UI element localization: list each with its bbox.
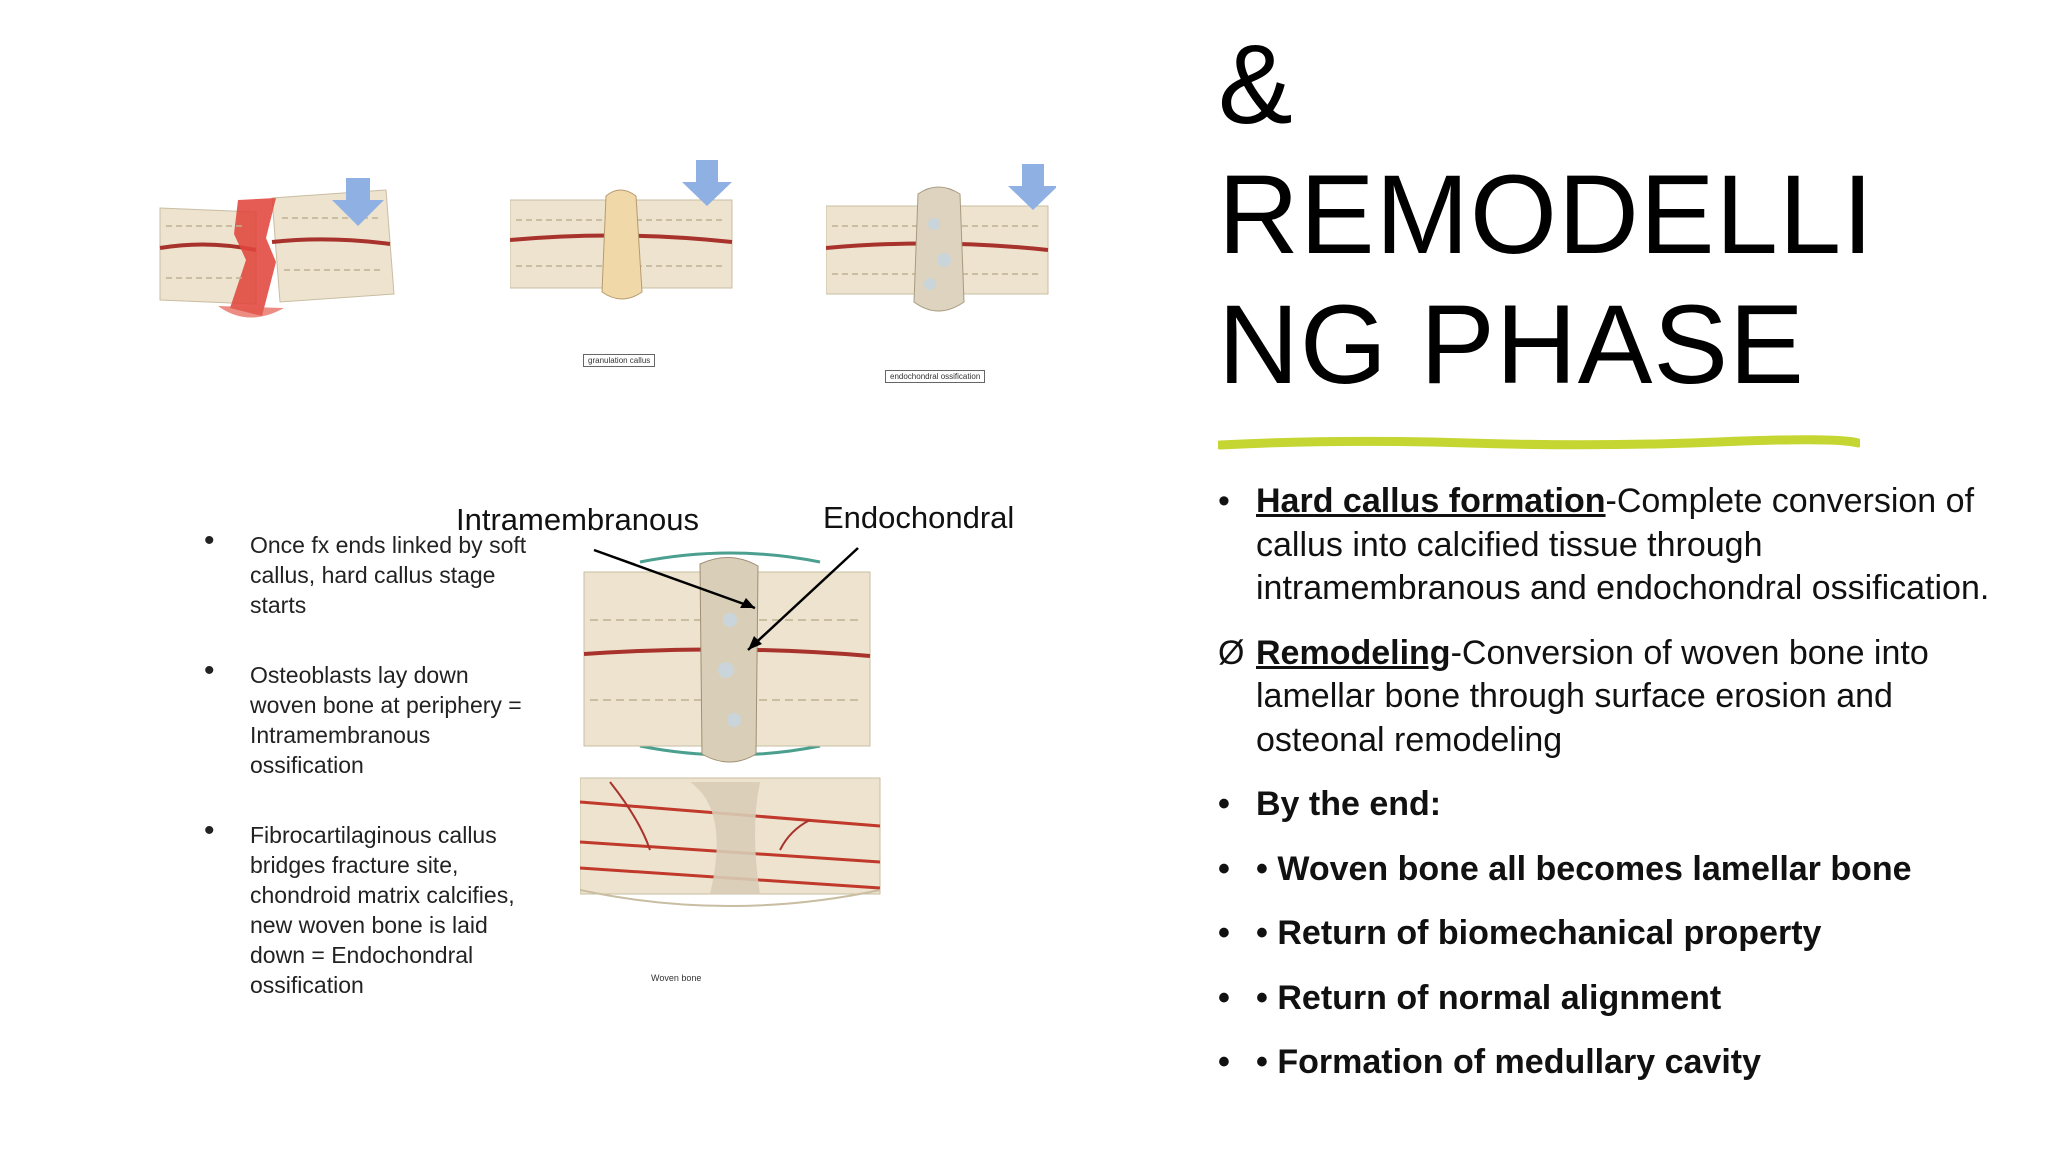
hard-callus-heading: Hard callus formation [1256,482,1606,520]
endochondral-ossification-image [826,164,1056,312]
bullet-marker: • [1218,849,1230,888]
content-item: • By the end: [1218,783,2018,827]
woven-bone-label: Woven bone [651,973,702,983]
hard-callus-text: -Complete conversion of callus into calc… [1256,482,1990,607]
granulation-callus-image [510,160,733,300]
content-list: • Hard callus formation-Complete convers… [1218,480,2018,1106]
outcome-text: • Return of biomechanical property [1256,914,1822,952]
outcome-text: • Formation of medullary cavity [1256,1043,1762,1081]
bullet-marker: • [1218,785,1230,823]
fracture-hematoma-image [159,178,395,318]
content-item: • • Formation of medullary cavity [1218,1041,2018,1085]
figure-bullet-list: Once fx ends linked by soft callus, hard… [204,526,534,1040]
endochondral-ossification-caption: endochondral ossification [885,370,986,383]
bullet-marker: • [1218,482,1230,520]
outcome-text: • Return of normal alignment [1256,978,1722,1017]
bullet-marker: • [1218,978,1230,1017]
remodeling-heading: Remodeling [1256,633,1451,672]
accent-underline [1218,435,1860,450]
by-the-end-text: By the end: [1256,785,1442,823]
figure-bullet: Fibrocartilaginous callus bridges fractu… [204,816,534,1000]
endochondral-label: Endochondral [823,500,1015,535]
content-item: • • Woven bone all becomes lamellar bone [1218,848,2018,892]
slide-title: & REMODELLI NG PHASE [1218,20,2018,410]
bone-healing-figure: granulation callus endochondral ossifica… [140,130,1100,1150]
title-line: & [1218,22,1294,147]
leader-arrows [593,547,859,651]
remodeling-text: -Conversion of woven bone into lamellar … [1256,633,1929,759]
outcome-text: • Woven bone all becomes lamellar bone [1256,849,1912,888]
figure-bullet: Once fx ends linked by soft callus, hard… [204,526,534,620]
figure-bullet: Osteoblasts lay down woven bone at perip… [204,656,534,780]
content-item: • • Return of biomechanical property [1218,912,2018,956]
content-item: • • Return of normal alignment [1218,977,2018,1021]
hard-callus-diagram [580,551,881,907]
bullet-marker: • [1218,914,1230,952]
title-line: NG PHASE [1218,282,1805,407]
title-line: REMODELLI [1218,152,1875,277]
content-item-remodeling: Ø Remodeling-Conversion of woven bone in… [1218,632,2018,763]
content-item-hard-callus: • Hard callus formation-Complete convers… [1218,480,2018,611]
arrow-marker: Ø [1218,633,1245,672]
granulation-callus-caption: granulation callus [583,354,656,367]
bullet-marker: • [1218,1043,1230,1081]
